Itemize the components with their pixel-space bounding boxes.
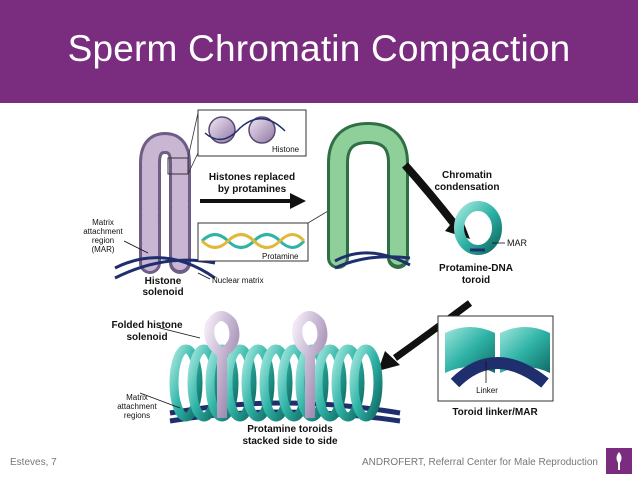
histone-zoom-box xyxy=(197,109,307,157)
label-matrix-regions-line1: Matrix xyxy=(126,393,148,402)
footer-center-name: ANDROFERT, Referral Center for Male Repr… xyxy=(361,457,598,468)
label-matrix-regions-line2: attachment xyxy=(117,402,157,411)
label-protamine: Protamine xyxy=(262,252,299,261)
leader-lines xyxy=(123,240,211,409)
label-condensation-line2: condensation xyxy=(434,182,499,193)
protamine-coil-figure xyxy=(327,121,411,270)
label-toroid-line1: Protamine-DNA xyxy=(439,263,513,274)
footer: Esteves, 7 ANDROFERT, Referral Center fo… xyxy=(0,448,638,479)
histone-solenoid-figure xyxy=(114,112,216,280)
label-mar-line1: Matrix xyxy=(92,218,114,227)
label-toroid-line2: toroid xyxy=(462,275,490,286)
slide-title: Sperm Chromatin Compaction xyxy=(67,28,571,69)
label-linker: Linker xyxy=(476,386,498,395)
label-folded-line1: Folded histone xyxy=(111,320,183,331)
title-bar xyxy=(0,0,638,103)
label-matrix-regions-line3: regions xyxy=(124,411,150,420)
label-stacked-line1: Protamine toroids xyxy=(247,424,333,435)
label-mar-toroid: MAR xyxy=(507,238,528,248)
androfert-logo-icon xyxy=(606,448,632,474)
stacking-arrow xyxy=(378,300,473,371)
label-solenoid-line2: solenoid xyxy=(142,287,183,298)
label-mar-line2: attachment xyxy=(83,227,123,236)
protamine-zoom-box xyxy=(197,207,343,262)
chromatin-diagram: Histone Histones replaced by protamines … xyxy=(83,109,554,447)
label-nuclear-matrix: Nuclear matrix xyxy=(212,276,264,285)
label-histone: Histone xyxy=(272,145,300,154)
label-solenoid-line1: Histone xyxy=(145,276,182,287)
label-mar-line3: region xyxy=(92,236,114,245)
label-replaced-line2: by protamines xyxy=(218,184,287,195)
toroid-linker-box xyxy=(437,315,554,402)
protamine-toroid-figure xyxy=(454,201,505,255)
stacked-toroids-figure xyxy=(169,311,401,424)
replacement-arrow xyxy=(200,193,306,209)
diagram-stage: Histone Histones replaced by protamines … xyxy=(0,103,638,448)
label-toroid-linker: Toroid linker/MAR xyxy=(452,407,538,418)
label-stacked-line2: stacked side to side xyxy=(242,436,337,447)
label-condensation-line1: Chromatin xyxy=(442,170,492,181)
label-folded-line2: solenoid xyxy=(126,332,167,343)
label-replaced-line1: Histones replaced xyxy=(209,172,295,183)
label-mar-line4: (MAR) xyxy=(91,245,114,254)
footer-citation: Esteves, 7 xyxy=(10,457,57,468)
